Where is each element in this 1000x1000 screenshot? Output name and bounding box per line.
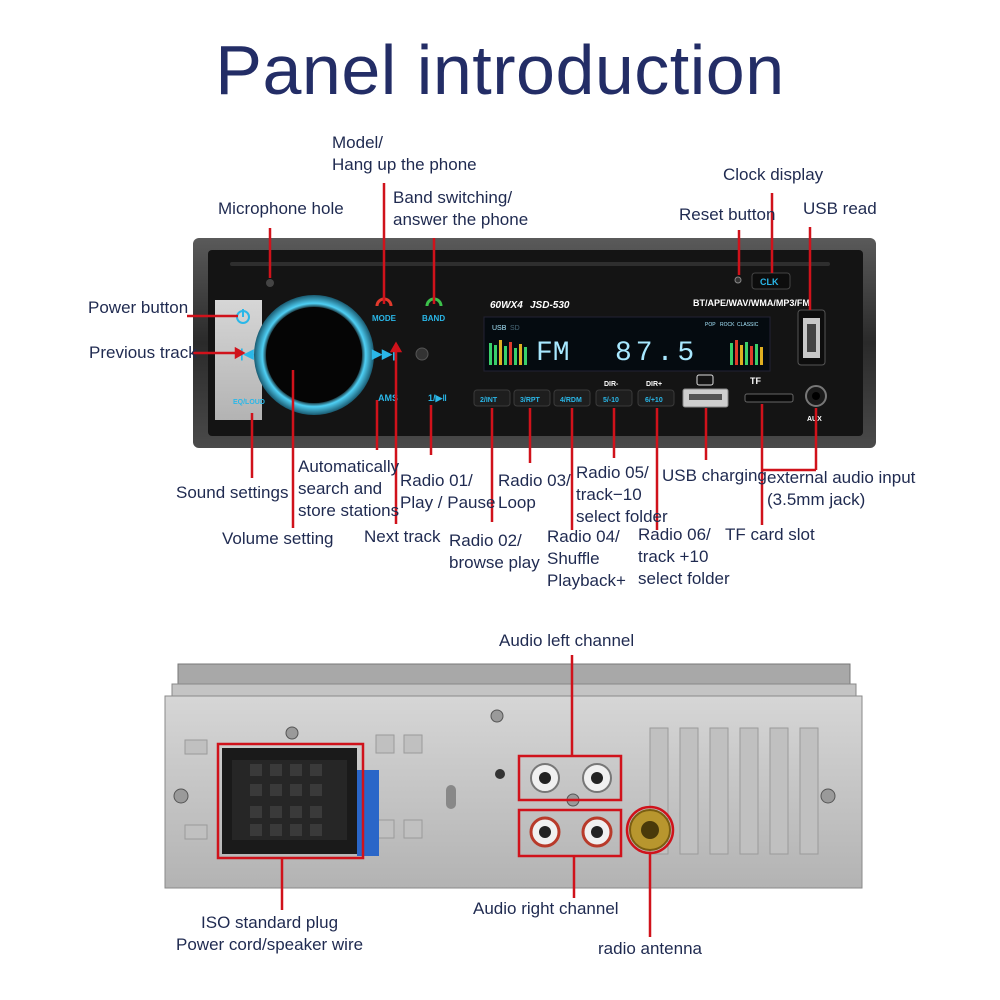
spectrum-right	[730, 340, 763, 365]
reset-hole	[734, 276, 742, 284]
microphone-hole	[266, 279, 274, 287]
front-callout-lines	[187, 183, 818, 530]
antenna-socket	[629, 809, 671, 851]
display-frequency: 87.5	[615, 338, 698, 369]
back-callout-lines	[280, 655, 652, 937]
label-tf-card-slot: TF card slot	[725, 525, 815, 544]
eq-mode-classic: CLASSIC	[737, 322, 759, 328]
battery-icon	[696, 374, 714, 386]
eq-mode-pop: POP	[705, 322, 716, 328]
label-volume-setting: Volume setting	[222, 529, 334, 548]
ir-sensor	[415, 347, 429, 361]
display-band: FM	[536, 338, 570, 369]
display-usb: USB	[492, 325, 507, 332]
tf-text: TF	[750, 376, 761, 386]
preset-buttons[interactable]	[473, 389, 675, 407]
label-radio-antenna: radio antenna	[598, 939, 702, 958]
eq-mode-rock: ROCK	[720, 322, 735, 328]
eq-loud-text: EQ/LOUD	[233, 399, 265, 406]
label-next-track: Next track	[364, 527, 441, 546]
label-clock-display: Clock display	[723, 165, 824, 184]
label-radio-02: Radio 02/browse play	[449, 531, 540, 572]
label-external-audio: external audio input(3.5mm jack)	[767, 468, 916, 509]
label-audio-right-channel: Audio right channel	[473, 899, 619, 918]
label-previous-track: Previous track	[89, 343, 197, 362]
label-model: Model/Hang up the phone	[332, 133, 477, 174]
preset-4: 4/RDM	[560, 397, 582, 404]
label-power-button: Power button	[88, 298, 189, 317]
play-pause-text: 1/▶‖	[428, 393, 447, 403]
aux-text: AUX	[807, 416, 822, 423]
blue-connector	[357, 770, 379, 856]
label-microphone-hole: Microphone hole	[218, 199, 344, 218]
front-panel: |◀◀ ▶▶| MODE BAND AMS EQ/LOUD 1/▶‖ 60WX4…	[193, 238, 876, 448]
label-radio-03: Radio 03/Loop	[498, 471, 571, 512]
label-reset-button: Reset button	[679, 205, 776, 224]
rca-left-channel	[530, 763, 612, 793]
dir-minus-text: DIR-	[604, 381, 619, 388]
preset-3: 3/RPT	[520, 397, 541, 404]
clk-text: CLK	[760, 277, 779, 287]
page-title: Panel introduction	[215, 31, 785, 109]
preset-2: 2/INT	[480, 397, 498, 404]
left-silver-bezel	[215, 300, 262, 420]
mount-hole	[495, 769, 505, 779]
label-band: Band switching/answer the phone	[393, 188, 529, 229]
back-callout-boxes	[216, 742, 675, 860]
preset-5: 5/-10	[603, 397, 619, 404]
band-text: BAND	[422, 314, 445, 323]
label-usb-charging: USB charging	[662, 466, 767, 485]
rca-right-channel	[529, 816, 613, 848]
dir-plus-text: DIR+	[646, 381, 662, 388]
lcd-display	[483, 316, 771, 372]
display-sd: SD	[510, 325, 520, 332]
label-sound-settings: Sound settings	[176, 483, 289, 502]
preset-6: 6/+10	[645, 397, 663, 404]
tf-card-slot	[744, 393, 794, 403]
label-radio-01: Radio 01/Play / Pause	[400, 471, 496, 512]
back-panel	[164, 663, 863, 889]
next-track-icon: ▶▶|	[371, 346, 396, 361]
power-rating-text: 60WX4	[490, 300, 523, 311]
label-audio-left-channel: Audio left channel	[499, 631, 635, 650]
ams-text: AMS	[378, 393, 398, 403]
label-usb-read: USB read	[803, 199, 877, 218]
mount-slot	[446, 785, 456, 809]
model-number-text: JSD-530	[530, 300, 570, 311]
mode-text: MODE	[372, 314, 397, 323]
spectrum-left	[489, 340, 527, 365]
formats-text: BT/APE/WAV/WMA/MP3/FM	[693, 298, 810, 308]
